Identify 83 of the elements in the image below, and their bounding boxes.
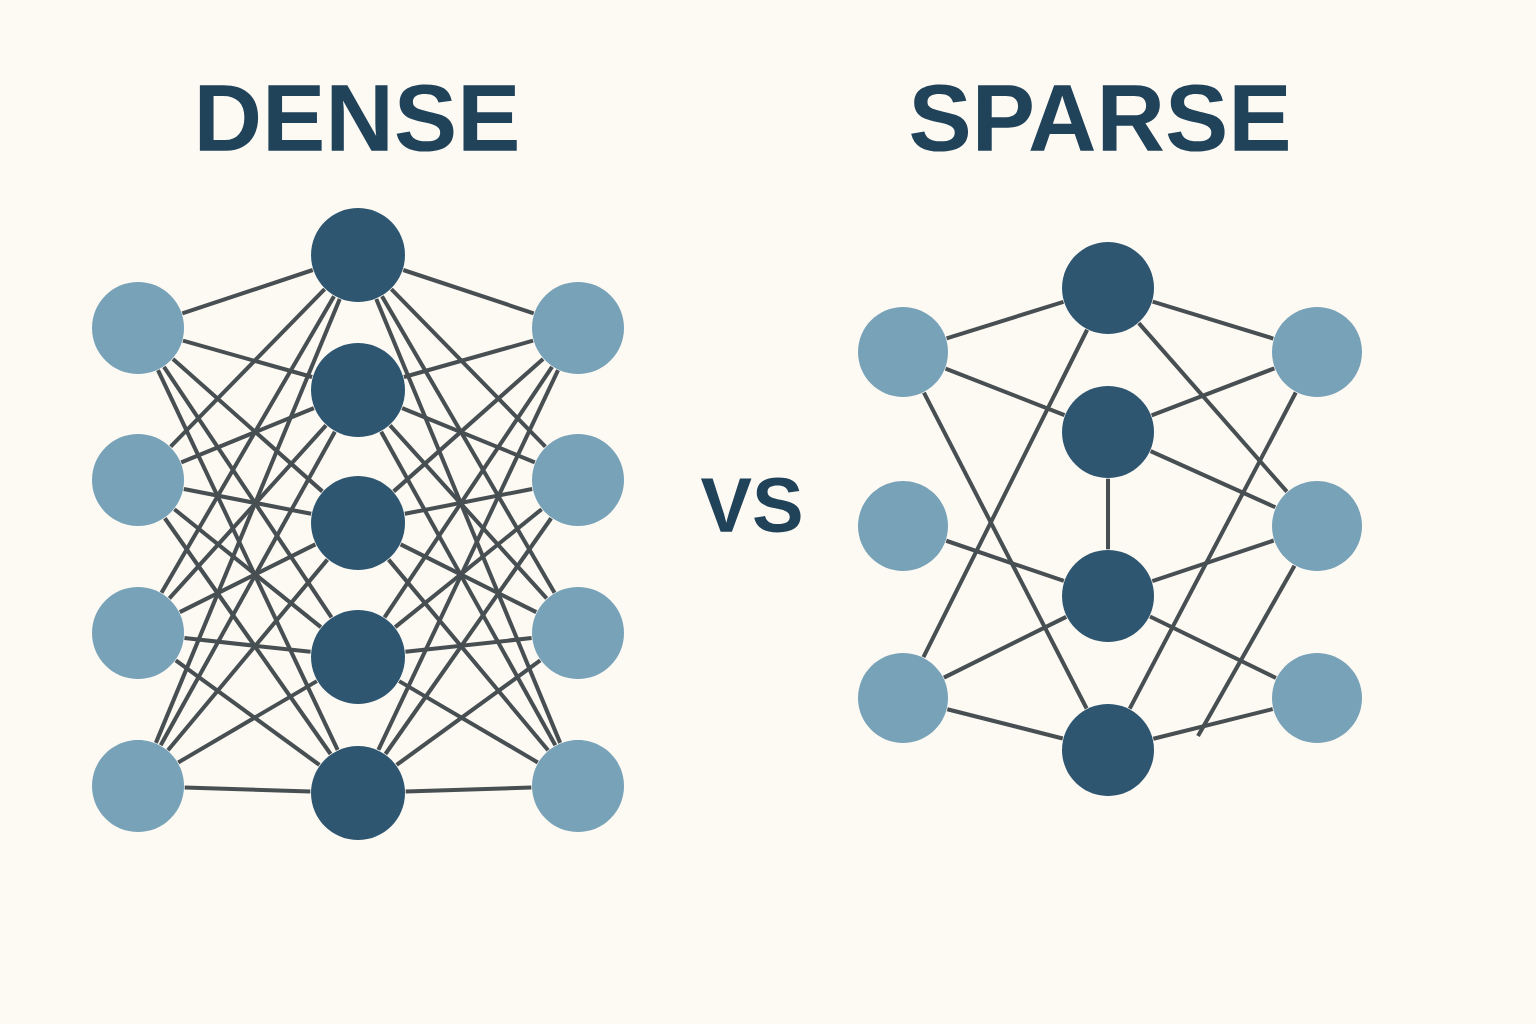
connection-line (945, 538, 1065, 583)
connection-line (174, 658, 321, 767)
connection-line (154, 298, 342, 744)
connection-line (159, 295, 336, 594)
connection-line (1150, 366, 1276, 418)
connection-line (1151, 538, 1275, 584)
connection-line (183, 487, 312, 516)
connection-line (162, 365, 334, 619)
connection-line (1106, 478, 1111, 550)
connection-line (393, 507, 543, 629)
connection-line (184, 636, 311, 654)
network-node (92, 282, 184, 374)
connection-line (389, 287, 547, 449)
connection-line (374, 298, 562, 744)
network-node (1062, 550, 1154, 642)
network-node (532, 282, 624, 374)
connection-line (1149, 614, 1277, 680)
connection-line (173, 507, 323, 629)
connection-line (376, 369, 560, 751)
network-node (311, 610, 405, 704)
network-node (858, 653, 948, 743)
connection-line (944, 366, 1066, 417)
connection-line (184, 785, 311, 794)
connection-line (181, 268, 314, 316)
heading: DENSE (199, 84, 517, 152)
connection-line (921, 328, 1089, 659)
connection-line (404, 487, 533, 516)
network-node (532, 740, 624, 832)
connection-line (943, 615, 1068, 680)
network-node (1062, 242, 1154, 334)
connection-line (382, 365, 554, 619)
connection-line (1149, 449, 1277, 510)
connection-line (946, 707, 1064, 741)
heading: SPARSE (911, 84, 1288, 152)
heading: VS (701, 477, 801, 533)
connection-line (167, 424, 328, 600)
network-node (532, 587, 624, 679)
connection-line (401, 406, 536, 465)
network-node (1272, 653, 1362, 743)
connection-line (1137, 321, 1289, 493)
connection-line (1127, 391, 1298, 710)
connection-line (166, 558, 329, 752)
connection-line (405, 785, 532, 794)
network-node (858, 481, 948, 571)
connection-line (182, 338, 313, 379)
connection-line (392, 357, 545, 493)
connection-line (178, 542, 317, 614)
network-node (311, 208, 405, 302)
network-node (311, 746, 405, 840)
connection-line (158, 430, 337, 747)
network-node (1062, 386, 1154, 478)
connection-line (402, 268, 535, 316)
connection-line (163, 517, 333, 756)
network-node (92, 434, 184, 526)
connection-line (398, 679, 539, 765)
connection-line (387, 558, 550, 752)
network-node (1062, 704, 1154, 796)
connection-line (379, 430, 558, 747)
network-node (311, 476, 405, 570)
connection-line (1152, 299, 1274, 341)
connection-line (388, 424, 549, 600)
network-node (1272, 481, 1362, 571)
connection-line (1196, 564, 1297, 737)
connection-line (403, 338, 534, 379)
connection-line (1152, 707, 1274, 741)
network-node (92, 587, 184, 679)
network-node (858, 307, 948, 397)
network-node (92, 740, 184, 832)
connection-line (180, 406, 315, 465)
connection-line (383, 517, 553, 756)
connection-line (171, 357, 324, 493)
connection-line (156, 369, 340, 751)
connection-line (169, 287, 327, 449)
connection-line (946, 300, 1065, 341)
connection-line (395, 658, 542, 767)
connection-line (405, 636, 532, 654)
network-node (311, 343, 405, 437)
network-node (1272, 307, 1362, 397)
connection-line (922, 391, 1089, 710)
connection-line (380, 295, 557, 594)
connection-line (399, 542, 538, 614)
network-node (532, 434, 624, 526)
connection-line (177, 679, 318, 765)
